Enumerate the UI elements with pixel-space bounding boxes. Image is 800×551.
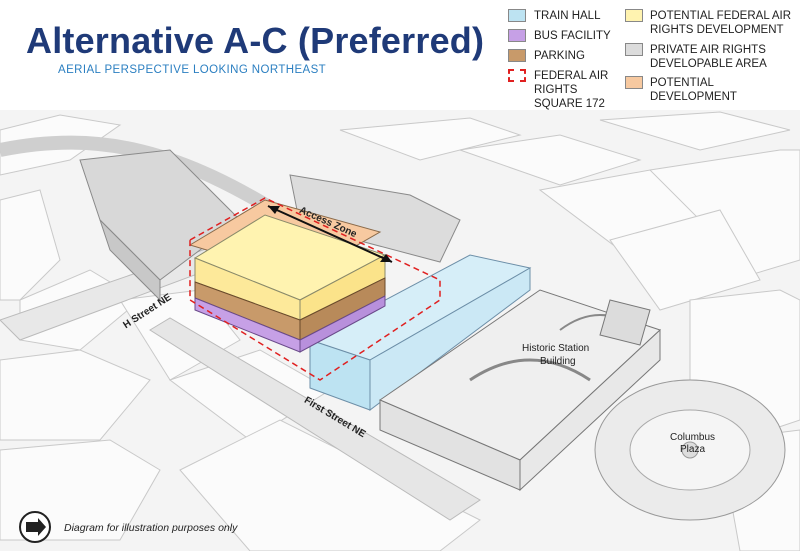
- legend-label-federal-air-rights: FEDERAL AIR RIGHTS SQUARE 172: [534, 69, 624, 111]
- legend-label-train-hall: TRAIN HALL: [534, 9, 600, 23]
- legend-swatch-potential-federal: [625, 9, 643, 22]
- legend-swatch-private-air-rights: [625, 43, 643, 56]
- historic-station-label-line1: Historic Station: [522, 343, 589, 354]
- legend-swatch-potential-development: [625, 76, 643, 89]
- disclaimer-note: Diagram for illustration purposes only: [64, 522, 237, 534]
- legend-swatch-federal-air-rights: [508, 69, 526, 82]
- legend-swatch-bus-facility: [508, 29, 526, 42]
- legend-label-parking: PARKING: [534, 49, 585, 63]
- legend-swatch-train-hall: [508, 9, 526, 22]
- legend-swatch-parking: [508, 49, 526, 62]
- columbus-plaza-label-line2: Plaza: [680, 444, 705, 455]
- historic-station-label-line2: Building: [540, 356, 576, 367]
- legend-label-private-air-rights: PRIVATE AIR RIGHTS DEVELOPABLE AREA: [650, 43, 790, 71]
- aerial-map: [0, 110, 800, 551]
- legend: TRAIN HALL BUS FACILITY PARKING FEDERAL …: [0, 0, 800, 110]
- legend-label-potential-federal: POTENTIAL FEDERAL AIR RIGHTS DEVELOPMENT: [650, 9, 795, 37]
- north-arrow-icon: [18, 510, 52, 544]
- legend-label-bus-facility: BUS FACILITY: [534, 29, 611, 43]
- legend-label-potential-development: POTENTIAL DEVELOPMENT: [650, 76, 800, 104]
- columbus-plaza-label-line1: Columbus: [670, 432, 715, 443]
